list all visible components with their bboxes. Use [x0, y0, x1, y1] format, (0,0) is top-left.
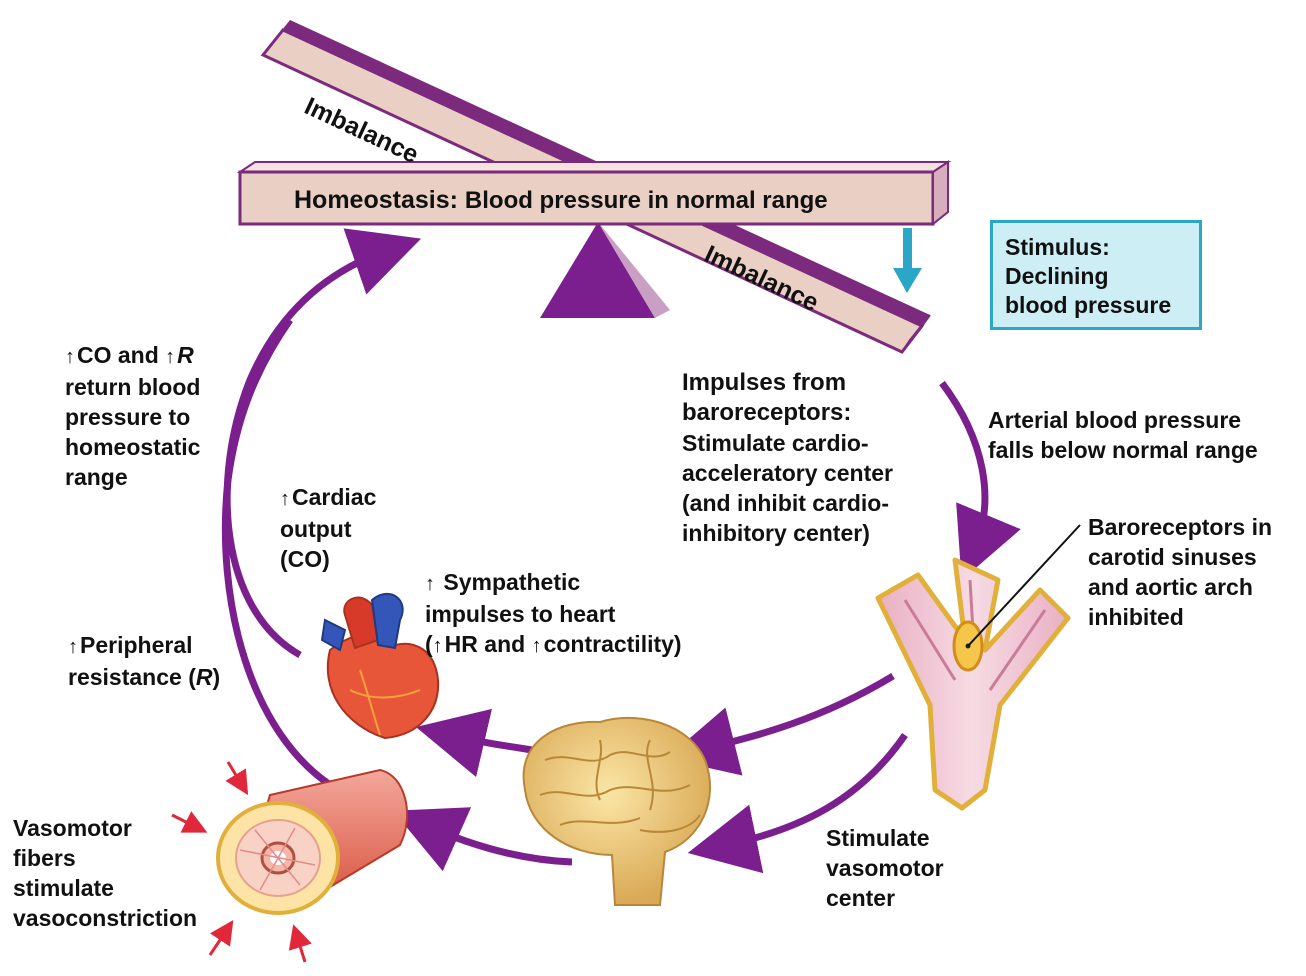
- return-line-5: range: [65, 464, 128, 490]
- heart-illustration: [320, 593, 440, 740]
- up-arrow-icon: ↑: [280, 488, 290, 510]
- vasomotor-center-line-1: Stimulate: [826, 825, 930, 851]
- vasomotor-center-label: Stimulate vasomotor center: [826, 823, 944, 913]
- arrow-brain-to-vessel: [393, 807, 573, 872]
- up-arrow-icon: ↑: [531, 635, 542, 657]
- arrow-baroreceptors-to-brain-upper: [666, 673, 895, 776]
- arrow-baroreceptors-to-brain-lower: [687, 733, 908, 874]
- blood-vessel-tube: [216, 768, 408, 915]
- stimulus-box: Stimulus: Declining blood pressure: [990, 220, 1202, 330]
- vasomotor-center-line-3: center: [826, 885, 896, 911]
- impulses-line-3: Stimulate cardio-: [682, 430, 869, 456]
- sympathetic-label: ↑ Sympathetic impulses to heart (↑HR and…: [425, 567, 682, 661]
- arterial-falls-label: Arterial blood pressure falls below norm…: [988, 405, 1258, 465]
- cardiac-output-label: ↑Cardiac output (CO): [280, 482, 376, 574]
- sympathetic-line-2: impulses to heart: [425, 601, 616, 627]
- impulses-line-6: inhibitory center): [682, 520, 870, 546]
- return-line-1: ↑CO and ↑R: [65, 340, 200, 372]
- vasomotor-center-line-2: vasomotor: [826, 855, 944, 881]
- up-arrow-icon: ↑: [425, 573, 435, 595]
- peripheral-line-1: ↑Peripheral: [68, 630, 220, 662]
- cardiac-line-2: output: [280, 516, 352, 542]
- arterial-line-2: falls below normal range: [988, 437, 1258, 463]
- sympathetic-line-3: (↑HR and ↑contractility): [425, 629, 682, 661]
- baroreceptors-line-3: and aortic arch: [1088, 574, 1253, 600]
- vasomotor-fibers-line-4: vasoconstriction: [13, 905, 198, 931]
- carotid-vessel-illustration: [875, 524, 1081, 811]
- return-line-2: return blood: [65, 374, 201, 400]
- stimulus-line-1: Stimulus:: [1005, 234, 1110, 260]
- impulses-line-4: acceleratory center: [682, 460, 893, 486]
- arrow-brain-to-heart: [415, 708, 533, 778]
- impulses-line-2: baroreceptors:: [682, 399, 852, 426]
- impulses-label: Impulses from baroreceptors: Stimulate c…: [682, 368, 893, 548]
- return-line-3: pressure to: [65, 404, 191, 430]
- up-arrow-icon: ↑: [65, 346, 75, 368]
- baroreceptors-line-4: inhibited: [1088, 604, 1184, 630]
- up-arrow-icon: ↑: [165, 346, 176, 368]
- impulses-line-1: Impulses from: [682, 369, 847, 396]
- arrow-heart-to-homeostasis: [223, 228, 422, 659]
- arrow-falls-to-baroreceptors: [939, 380, 1021, 581]
- baroreceptors-line-1: Baroreceptors in: [1088, 514, 1273, 540]
- vasomotor-fibers-line-3: stimulate: [13, 875, 114, 901]
- vasomotor-fibers-line-1: Vasomotor: [13, 815, 132, 841]
- cardiac-line-1: ↑Cardiac: [280, 482, 376, 514]
- homeostasis-description: Blood pressure in normal range: [464, 187, 828, 214]
- arrow-vessel-to-homeostasis: [221, 317, 337, 791]
- return-line-4: homeostatic: [65, 434, 201, 460]
- homeostasis-bold: Homeostasis:: [294, 186, 458, 214]
- baroreceptors-line-2: carotid sinuses: [1088, 544, 1257, 570]
- stimulus-line-3: blood pressure: [1005, 292, 1172, 318]
- cardiac-line-3: (CO): [280, 546, 330, 572]
- return-label: ↑CO and ↑R return blood pressure to home…: [65, 340, 200, 492]
- sympathetic-line-1: ↑ Sympathetic: [425, 567, 682, 599]
- arterial-line-1: Arterial blood pressure: [988, 407, 1242, 433]
- peripheral-line-2: resistance (R): [68, 664, 221, 690]
- stimulus-line-2: Declining: [1005, 263, 1109, 289]
- vasoconstriction-arrows: [171, 761, 312, 963]
- peripheral-resistance-label: ↑Peripheral resistance (R): [68, 630, 220, 692]
- impulses-line-5: (and inhibit cardio-: [682, 490, 889, 516]
- brain-illustration: [522, 716, 711, 906]
- homeostasis-label: Homeostasis: Blood pressure in normal ra…: [294, 186, 828, 215]
- fulcrum-triangle: [540, 222, 670, 318]
- vasomotor-fibers-label: Vasomotor fibers stimulate vasoconstrict…: [13, 813, 197, 933]
- horizontal-beam: [236, 160, 952, 227]
- stimulus-down-arrow: [893, 228, 922, 293]
- up-arrow-icon: ↑: [432, 635, 443, 657]
- up-arrow-icon: ↑: [68, 636, 78, 658]
- vasomotor-fibers-line-2: fibers: [13, 845, 76, 871]
- baroreceptors-label: Baroreceptors in carotid sinuses and aor…: [1088, 512, 1272, 632]
